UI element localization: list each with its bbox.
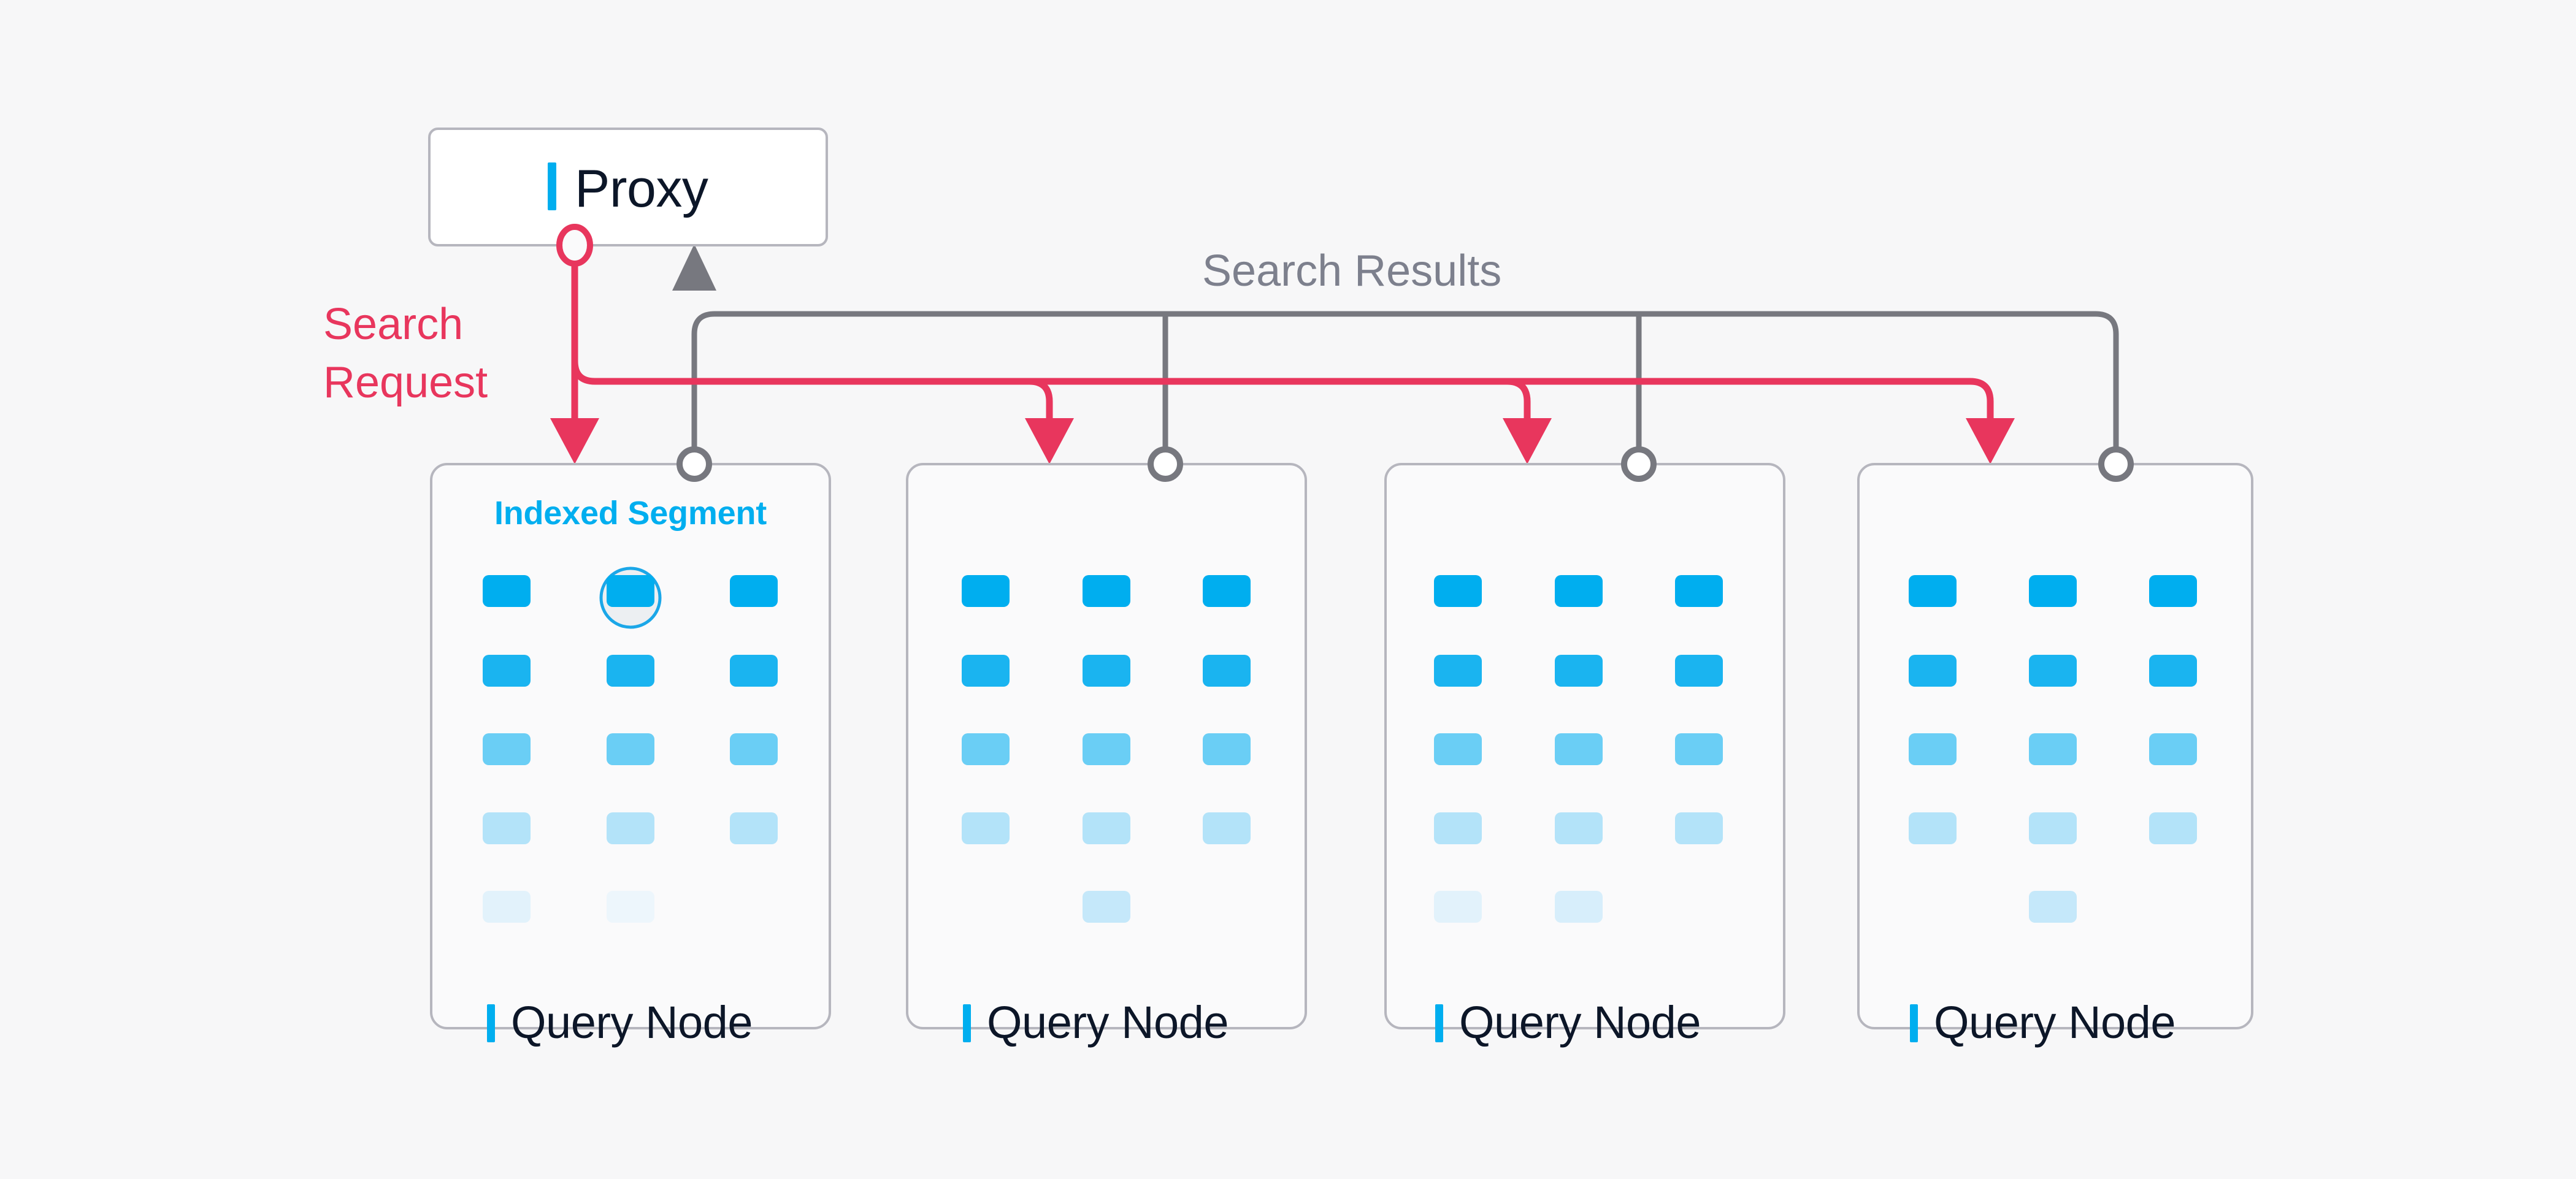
segment-tile (1203, 655, 1251, 687)
proxy-label: Proxy (575, 159, 708, 218)
segment-tile (1675, 655, 1723, 687)
segment-tile (1909, 812, 1957, 844)
segment-tile (1555, 891, 1603, 923)
segment-tile (1434, 575, 1482, 607)
segment-tile (483, 812, 531, 844)
segment-tile (962, 733, 1010, 765)
segment-tile (2029, 655, 2077, 687)
segment-tile (2149, 812, 2197, 844)
results-port-node3 (1621, 446, 1657, 482)
segment-tile (1083, 655, 1130, 687)
query-node-accent-bar (963, 1004, 971, 1042)
segment-tile (1555, 655, 1603, 687)
request-arrowhead-node1 (550, 418, 599, 464)
query-node-label: Query Node (987, 997, 1229, 1048)
segment-tile (607, 812, 654, 844)
segment-tile (607, 891, 654, 923)
query-node-accent-bar (1435, 1004, 1443, 1042)
query-node-accent-bar (487, 1004, 495, 1042)
segment-tile (1675, 812, 1723, 844)
segment-tile (1203, 812, 1251, 844)
proxy-node[interactable]: Proxy (428, 128, 828, 246)
query-node-2[interactable]: Query Node (906, 463, 1307, 1048)
request-arrowhead-node4 (1966, 418, 2015, 464)
search-request-label-line2: Request (323, 358, 488, 407)
query-node-label: Query Node (511, 997, 753, 1048)
segment-tile (1909, 733, 1957, 765)
segment-tile (1675, 575, 1723, 607)
results-trunk-to-proxy (691, 311, 2119, 487)
segment-tile (1555, 733, 1603, 765)
segment-tile (730, 733, 778, 765)
segment-tile (962, 655, 1010, 687)
query-node-accent-bar (1910, 1004, 1918, 1042)
results-port-node4 (2098, 446, 2134, 482)
segment-tile (1434, 812, 1482, 844)
segment-tile (483, 891, 531, 923)
connector-layer (550, 244, 2119, 487)
query-node-label: Query Node (1934, 997, 2175, 1048)
segment-tile (1909, 655, 1957, 687)
search-results-label: Search Results (1202, 246, 1501, 296)
results-port-node1 (677, 446, 712, 482)
segment-tile (2029, 733, 2077, 765)
query-node-1[interactable]: Indexed Segment Query Node (430, 463, 831, 1048)
segment-tile (962, 812, 1010, 844)
segment-tile (607, 575, 654, 607)
segment-tile (2149, 655, 2197, 687)
segment-tile (1434, 733, 1482, 765)
segment-tile (1909, 575, 1957, 607)
segment-tile (1675, 733, 1723, 765)
segment-tile (483, 733, 531, 765)
segment-tile (1203, 575, 1251, 607)
segment-tile (483, 575, 531, 607)
segment-tile (483, 655, 531, 687)
indexed-segment-label: Indexed Segment (494, 495, 767, 532)
segment-tile (730, 812, 778, 844)
request-arrowhead-node2 (1025, 418, 1074, 464)
segment-tile (2029, 812, 2077, 844)
segment-tile (1203, 733, 1251, 765)
request-drop-node3 (1503, 378, 1531, 433)
segment-tile (607, 655, 654, 687)
query-node-label: Query Node (1459, 997, 1701, 1048)
segment-tile (1083, 891, 1130, 923)
segment-tile (2149, 575, 2197, 607)
segment-tile (962, 575, 1010, 607)
segment-tile (1555, 812, 1603, 844)
segment-tile (1434, 655, 1482, 687)
request-arrowhead-node3 (1503, 418, 1552, 464)
segment-tile (1555, 575, 1603, 607)
proxy-accent-bar (548, 162, 556, 210)
proxy-box[interactable] (428, 128, 828, 246)
segment-tile (2149, 733, 2197, 765)
segment-tile (2029, 891, 2077, 923)
segment-tile (1083, 812, 1130, 844)
segment-tile (1434, 891, 1482, 923)
segment-tile (1083, 733, 1130, 765)
results-port-node2 (1148, 446, 1183, 482)
search-request-label-line1: Search (323, 300, 463, 349)
results-arrowhead (672, 244, 716, 291)
proxy-request-port (556, 224, 593, 267)
segment-tile (1083, 575, 1130, 607)
request-drop-node2 (1025, 378, 1053, 433)
segment-tile (607, 733, 654, 765)
query-node-4[interactable]: Query Node (1857, 463, 2253, 1048)
segment-tile (730, 655, 778, 687)
query-node-3[interactable]: Query Node (1384, 463, 1785, 1048)
segment-tile (730, 575, 778, 607)
segment-tile (2029, 575, 2077, 607)
